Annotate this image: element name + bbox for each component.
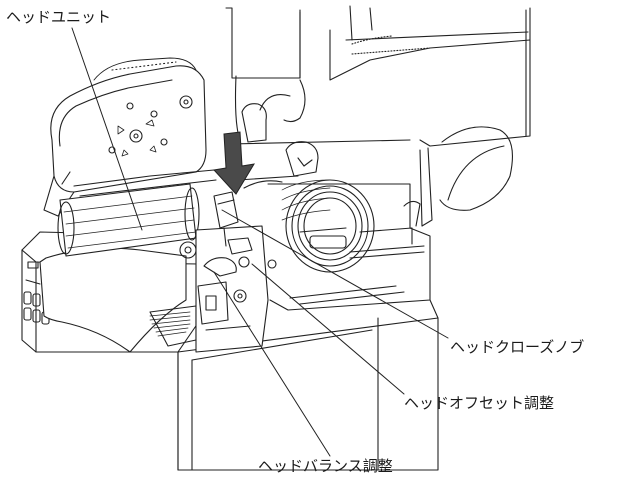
leader-lines <box>71 27 449 457</box>
head-balance-adjust-label: ヘッドバランス調整 <box>258 457 393 475</box>
push-down-arrow <box>213 131 255 195</box>
head-close-knob <box>213 191 239 247</box>
head-offset-adjust-label: ヘッドオフセット調整 <box>404 394 555 412</box>
head-unit-assembly <box>43 57 207 217</box>
media-cavity <box>229 139 431 311</box>
top-cover <box>225 5 531 227</box>
head-unit-label: ヘッドユニット <box>6 8 112 26</box>
control-buttons <box>23 261 50 325</box>
paper-sheet <box>39 247 197 353</box>
ribbon-spindles <box>237 103 319 189</box>
label-roll <box>281 179 375 273</box>
head-close-knob-label: ヘッドクローズノブ <box>450 338 585 356</box>
side-plate <box>195 225 277 353</box>
